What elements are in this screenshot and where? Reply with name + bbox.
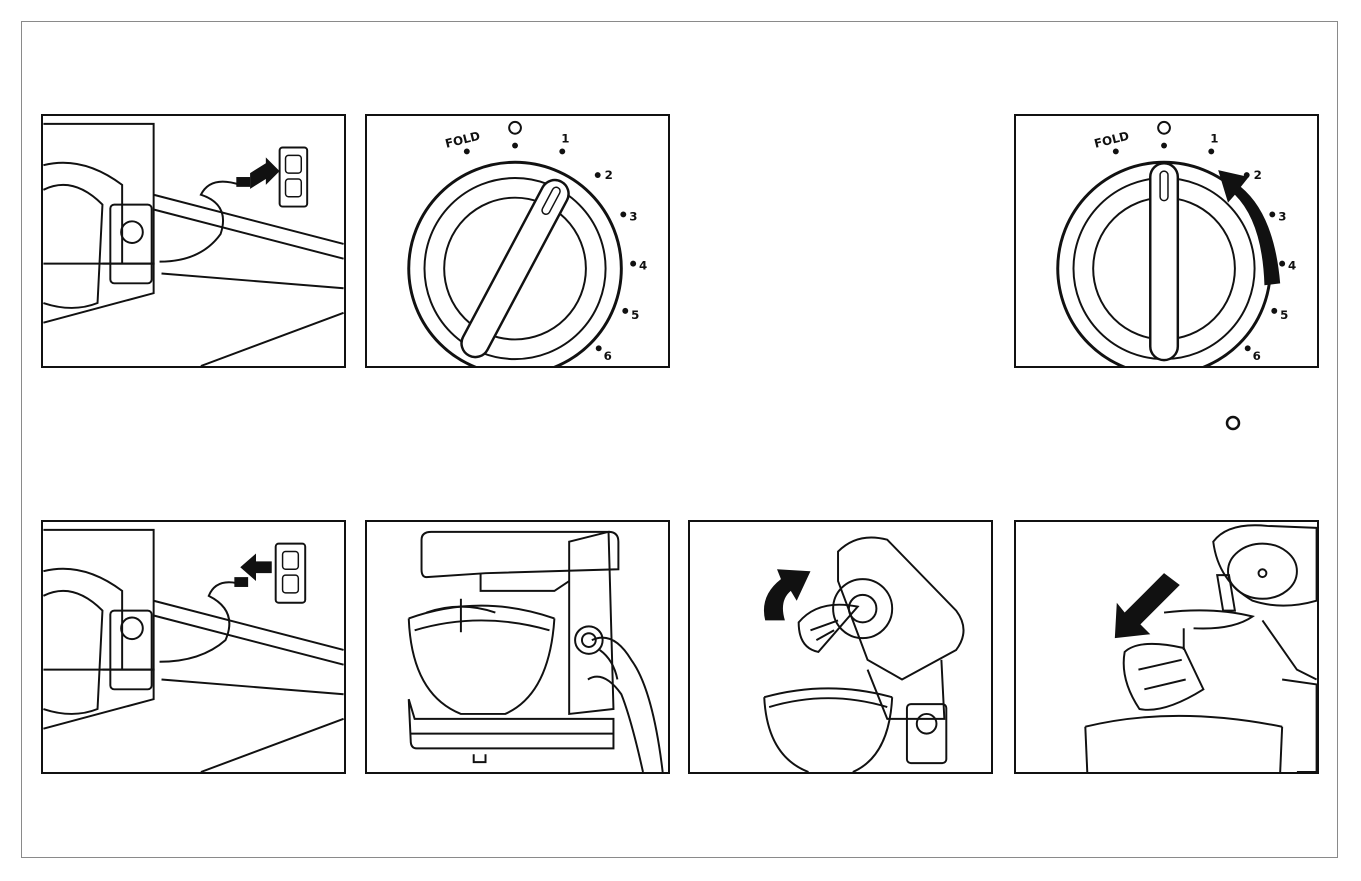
tilt-head-illustration xyxy=(690,522,991,772)
dial2-speed-4: 4 xyxy=(1288,259,1296,273)
dial2-speed-1: 1 xyxy=(1210,132,1218,146)
dial2-speed-3: 3 xyxy=(1278,209,1286,223)
panel-mixer-dial xyxy=(365,520,670,774)
dial2-speed-5: 5 xyxy=(1280,308,1288,322)
off-position-icon-2 xyxy=(1158,122,1170,134)
panel-plug-in xyxy=(41,114,346,368)
panel-tilt-head xyxy=(688,520,993,774)
dial-speed-2: 2 xyxy=(605,168,613,182)
dial-turn-illustration: FOLD 1 2 3 4 5 6 xyxy=(1016,116,1317,366)
panel-dial-turn: FOLD 1 2 3 4 5 6 xyxy=(1014,114,1319,368)
dial-off-illustration: FOLD 1 2 3 4 5 6 xyxy=(367,116,668,366)
dial2-speed-2: 2 xyxy=(1254,168,1262,182)
panel-unplug xyxy=(41,520,346,774)
unplug-illustration xyxy=(43,522,344,772)
dial-speed-4: 4 xyxy=(639,259,647,273)
panel-attach-beater xyxy=(1014,520,1319,774)
turn-arrow-icon xyxy=(1218,170,1280,285)
raise-arrow-icon xyxy=(764,569,811,620)
off-symbol-icon xyxy=(1224,414,1242,432)
dial2-speed-6: 6 xyxy=(1253,349,1261,363)
dial-speed-3: 3 xyxy=(629,209,637,223)
insert-arrow-icon xyxy=(1115,573,1180,638)
mixer-dial-illustration xyxy=(367,522,668,772)
attach-beater-illustration xyxy=(1016,522,1317,772)
dial-fold-label-2: FOLD xyxy=(1093,129,1131,151)
dial-fold-label: FOLD xyxy=(444,129,482,151)
dial-speed-5: 5 xyxy=(631,308,639,322)
dial-speed-6: 6 xyxy=(604,349,612,363)
plug-in-illustration xyxy=(43,116,344,366)
panel-dial-off: FOLD 1 2 3 4 5 6 xyxy=(365,114,670,368)
dial-speed-1: 1 xyxy=(561,132,569,146)
off-position-icon xyxy=(509,122,521,134)
